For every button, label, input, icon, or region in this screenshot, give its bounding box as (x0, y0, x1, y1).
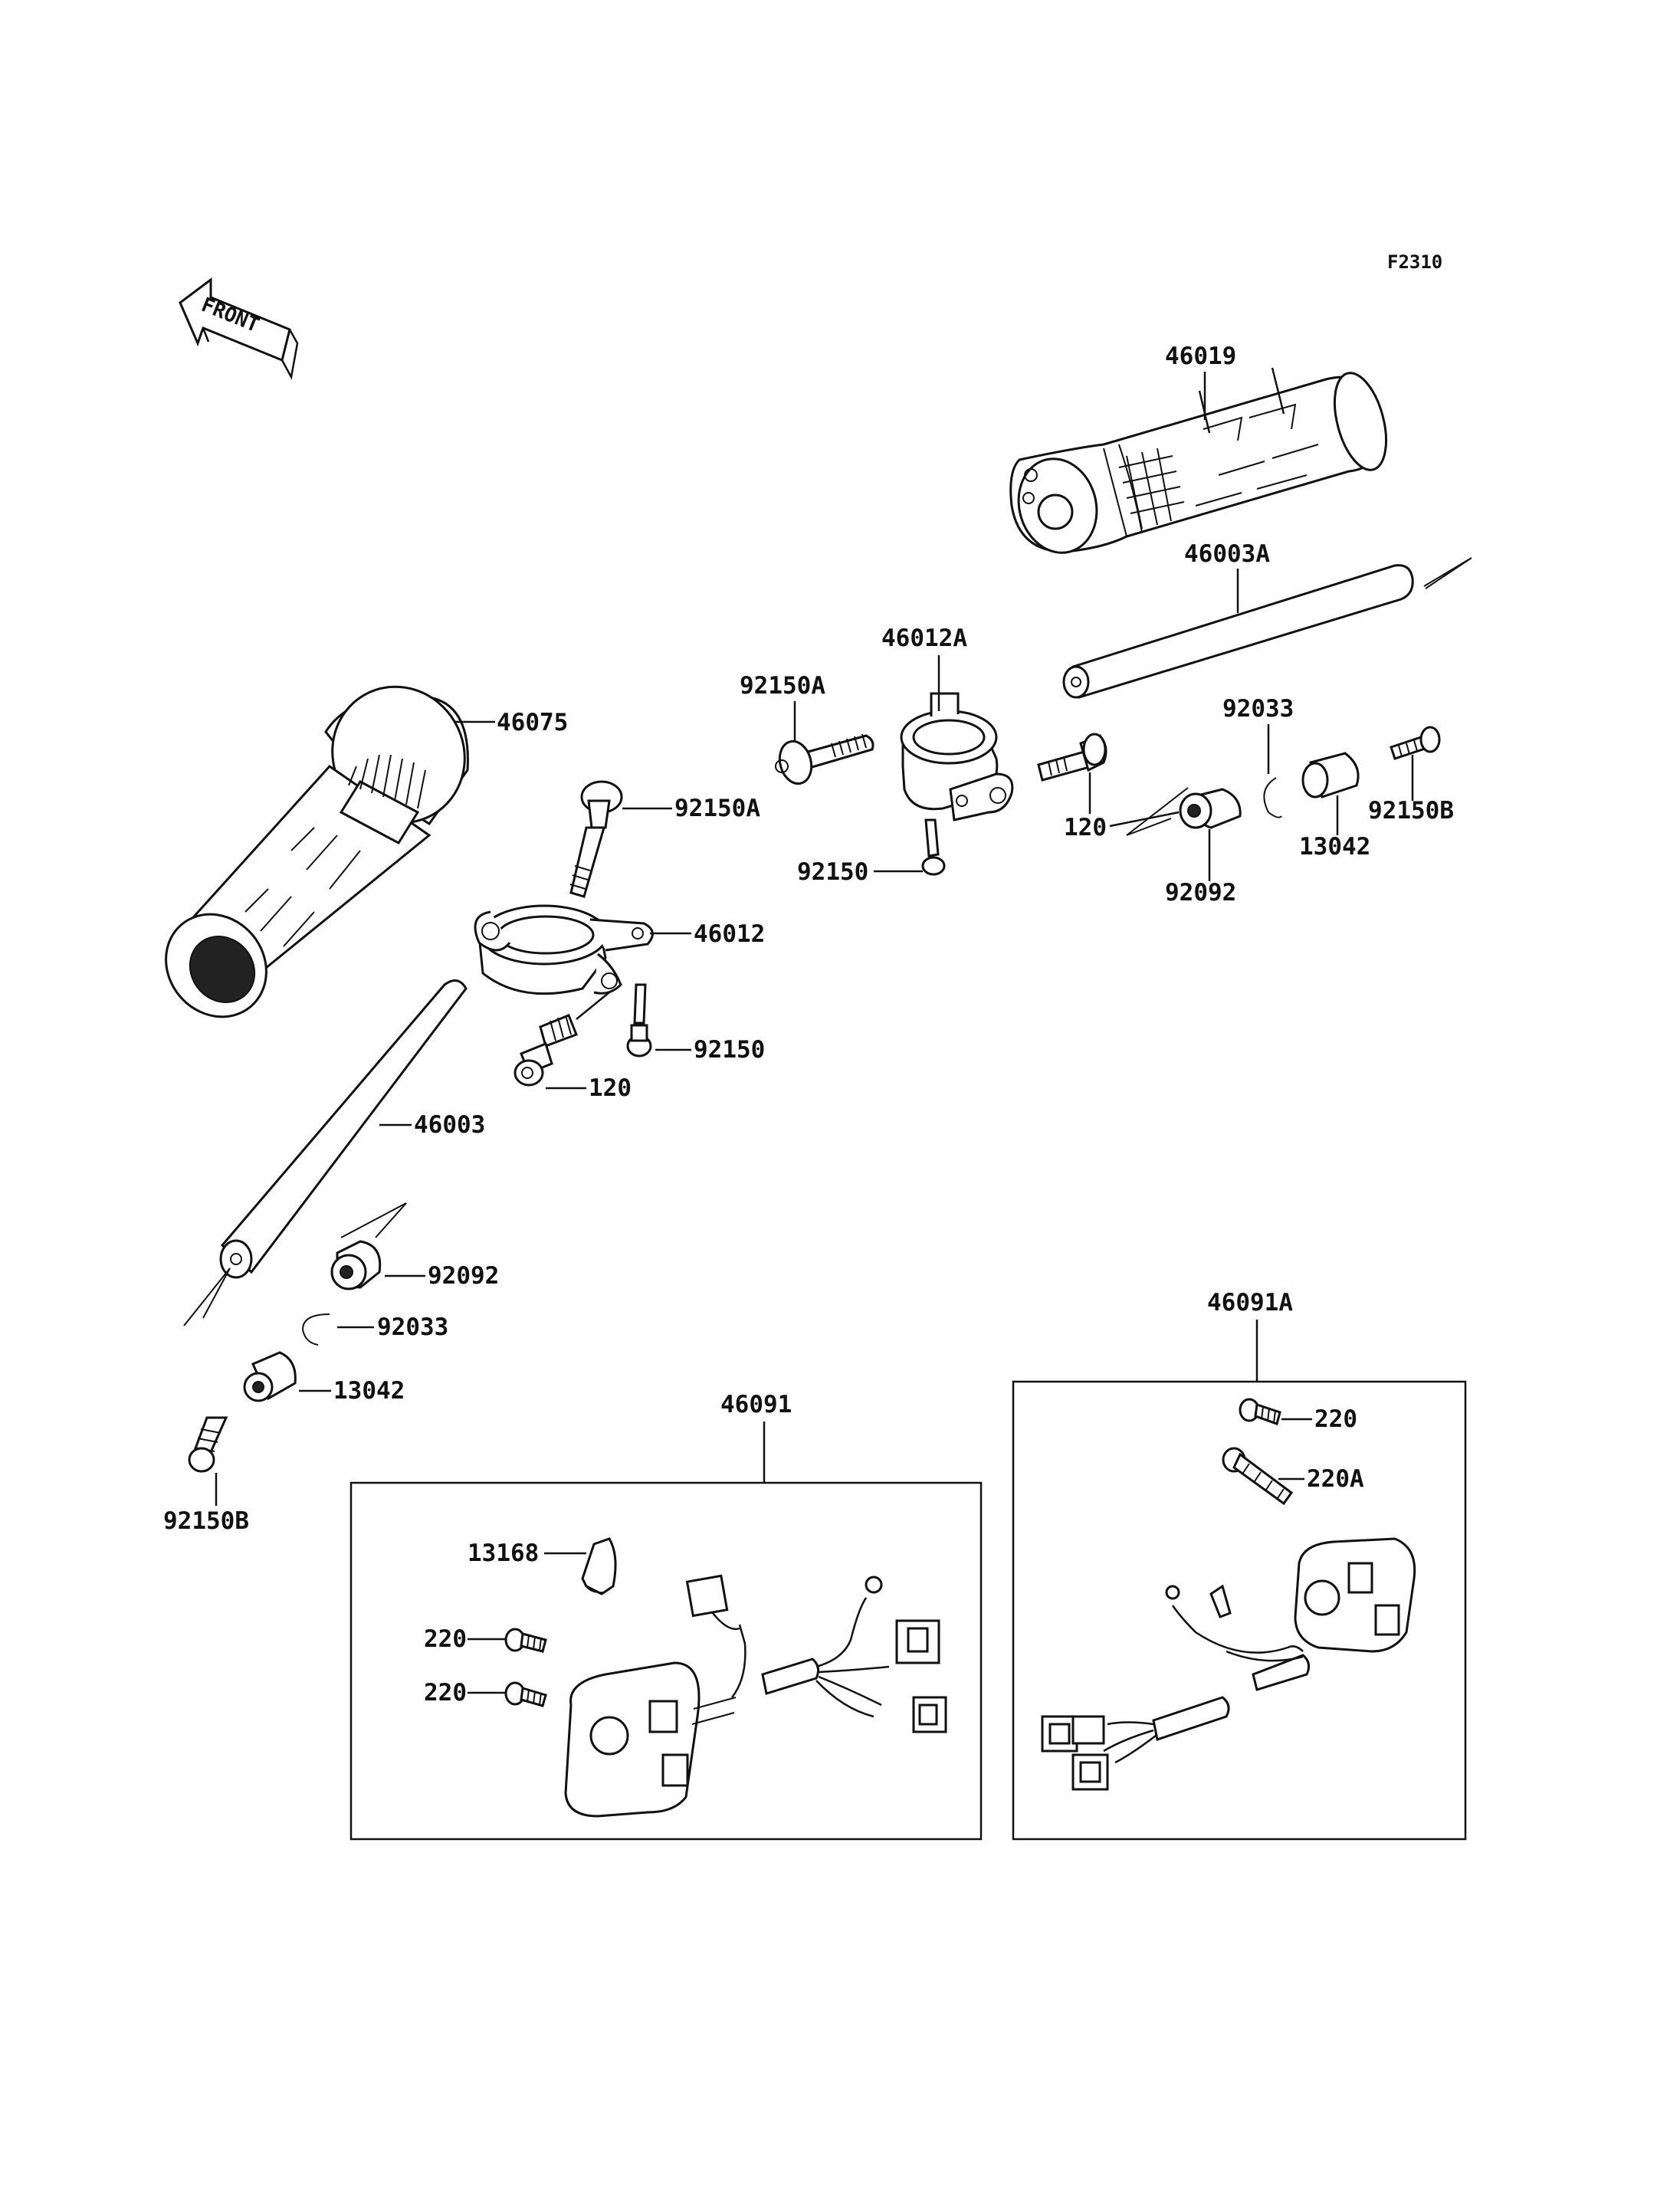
screw-92150A-top (775, 733, 874, 785)
label-13042-left: 13042 (333, 1377, 405, 1405)
screw-92150-top (921, 818, 946, 876)
label-46075: 46075 (497, 709, 568, 736)
label-120-left: 120 (589, 1074, 632, 1102)
screw-92150B-right (1390, 726, 1441, 760)
label-13168: 13168 (468, 1540, 539, 1567)
screw-92150B-left (188, 1416, 228, 1473)
label-120-right: 120 (1064, 814, 1107, 841)
weight-92092-left (330, 1202, 407, 1290)
clip-92033-left (301, 1313, 330, 1346)
label-92150-left: 92150 (694, 1036, 765, 1064)
label-92150A-left: 92150A (674, 795, 760, 822)
right-handlebar-46003A (1062, 557, 1472, 699)
bolt-120-left (514, 992, 610, 1087)
right-grip-46019 (1009, 367, 1388, 554)
label-92092-left: 92092 (428, 1262, 499, 1290)
screw-92150A-left (569, 780, 623, 898)
weight-92092-right (1126, 787, 1242, 836)
label-92150A-top: 92150A (740, 672, 825, 700)
label-46012A: 46012A (881, 625, 967, 652)
end-cap-13042-right (1301, 752, 1360, 798)
label-220-a: 220 (424, 1625, 467, 1653)
clamp-46012A (900, 692, 1014, 821)
label-46003: 46003 (414, 1111, 485, 1139)
left-grip-46075 (165, 685, 469, 1018)
bolt-120-right (1037, 733, 1107, 782)
label-220-c: 220 (1314, 1405, 1357, 1433)
label-46091A: 46091A (1207, 1289, 1293, 1317)
label-92092-right: 92092 (1165, 879, 1236, 907)
label-46019: 46019 (1165, 343, 1236, 370)
end-cap-13042-left (243, 1351, 297, 1402)
label-92150B-right: 92150B (1368, 797, 1454, 825)
label-46091: 46091 (720, 1391, 792, 1418)
label-92033-right: 92033 (1222, 695, 1294, 723)
label-92150B-left: 92150B (163, 1507, 249, 1535)
front-direction-arrow: FRONT (179, 277, 299, 380)
left-handlebar-46003 (183, 979, 468, 1326)
screw-92150-left (626, 983, 652, 1058)
label-13042-right: 13042 (1299, 833, 1370, 861)
clip-92033-right (1263, 777, 1282, 818)
diagram-code: F2310 (1387, 251, 1442, 273)
label-92150-top: 92150 (797, 858, 868, 886)
label-46003A: 46003A (1184, 540, 1270, 568)
clamp-46012 (474, 904, 654, 995)
label-220A: 220A (1307, 1465, 1364, 1493)
switch-assembly-46091A (1012, 1380, 1467, 1841)
switch-assembly-46091 (349, 1481, 983, 1841)
label-220-b: 220 (424, 1679, 467, 1707)
label-92033-left: 92033 (377, 1313, 448, 1341)
label-46012: 46012 (694, 920, 765, 948)
